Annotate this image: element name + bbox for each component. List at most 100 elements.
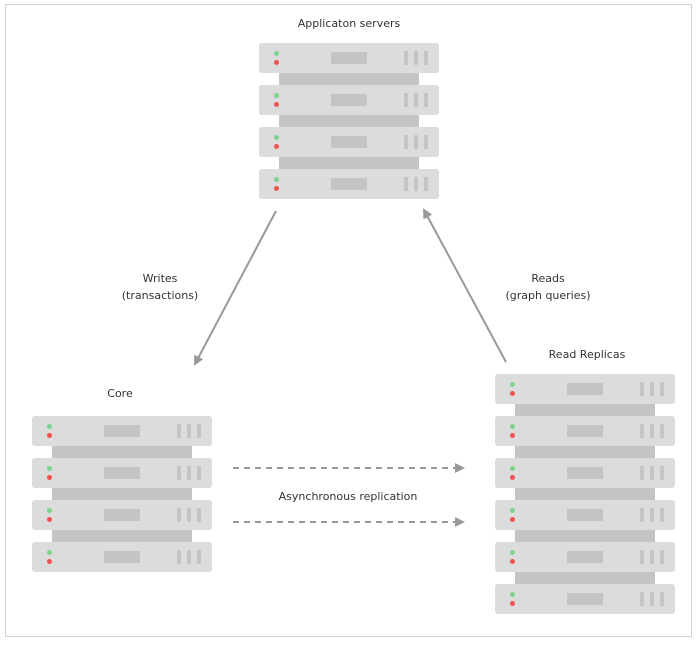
- vent-icon: [197, 508, 201, 522]
- status-led-red-icon: [510, 517, 515, 522]
- writes-arrow: [194, 210, 277, 366]
- drive-slot-icon: [567, 467, 603, 479]
- server-icon: [495, 542, 675, 572]
- server-unit: [32, 500, 212, 542]
- vent-icon: [424, 93, 428, 107]
- status-led-red-icon: [510, 559, 515, 564]
- vent-icon: [640, 382, 644, 396]
- server-unit: [495, 500, 675, 542]
- server-icon: [32, 500, 212, 530]
- writes-label-line1: Writes: [142, 272, 178, 285]
- rack-connector: [515, 572, 655, 584]
- vent-icon: [187, 424, 191, 438]
- rack-connector: [52, 530, 192, 542]
- reads-arrow: [423, 208, 507, 363]
- vent-icon: [177, 508, 181, 522]
- drive-slot-icon: [567, 509, 603, 521]
- server-unit: [259, 169, 439, 199]
- server-icon: [495, 374, 675, 404]
- status-led-red-icon: [274, 102, 279, 107]
- vent-icon: [414, 93, 418, 107]
- status-led-green-icon: [510, 382, 515, 387]
- status-led-green-icon: [274, 135, 279, 140]
- status-led-green-icon: [510, 424, 515, 429]
- vent-icon: [650, 424, 654, 438]
- status-led-red-icon: [274, 186, 279, 191]
- vent-icon: [640, 424, 644, 438]
- core-stack: [32, 416, 212, 572]
- vent-icon: [640, 592, 644, 606]
- vent-icon: [660, 550, 664, 564]
- vent-icon: [640, 550, 644, 564]
- status-led-green-icon: [510, 466, 515, 471]
- diagram-frame: [5, 4, 692, 637]
- vent-icon: [640, 508, 644, 522]
- read-replicas-label: Read Replicas: [548, 348, 626, 361]
- drive-slot-icon: [331, 136, 367, 148]
- server-unit: [495, 374, 675, 416]
- status-led-green-icon: [47, 424, 52, 429]
- vent-icon: [414, 135, 418, 149]
- status-led-red-icon: [274, 144, 279, 149]
- server-unit: [495, 416, 675, 458]
- drive-slot-icon: [567, 383, 603, 395]
- rack-connector: [279, 73, 419, 85]
- vent-icon: [404, 177, 408, 191]
- drive-slot-icon: [104, 551, 140, 563]
- server-icon: [32, 458, 212, 488]
- status-led-green-icon: [510, 550, 515, 555]
- vent-icon: [650, 466, 654, 480]
- vent-icon: [660, 592, 664, 606]
- status-led-red-icon: [510, 433, 515, 438]
- drive-slot-icon: [567, 425, 603, 437]
- server-unit: [495, 542, 675, 584]
- app-servers-stack: [259, 43, 439, 199]
- vent-icon: [197, 550, 201, 564]
- server-icon: [259, 85, 439, 115]
- vent-icon: [650, 592, 654, 606]
- status-led-green-icon: [510, 592, 515, 597]
- vent-icon: [177, 550, 181, 564]
- server-icon: [495, 458, 675, 488]
- server-unit: [259, 43, 439, 85]
- status-led-red-icon: [47, 475, 52, 480]
- vent-icon: [197, 424, 201, 438]
- drive-slot-icon: [331, 52, 367, 64]
- vent-icon: [650, 382, 654, 396]
- reads-label-line1: Reads: [531, 272, 565, 285]
- server-unit: [32, 458, 212, 500]
- status-led-green-icon: [47, 508, 52, 513]
- reads-label-line2: (graph queries): [505, 289, 591, 302]
- drive-slot-icon: [331, 178, 367, 190]
- server-icon: [495, 584, 675, 614]
- rack-connector: [515, 446, 655, 458]
- status-led-green-icon: [274, 51, 279, 56]
- server-icon: [32, 416, 212, 446]
- drive-slot-icon: [104, 467, 140, 479]
- app-servers-label: Applicaton servers: [297, 17, 401, 30]
- server-icon: [259, 127, 439, 157]
- vent-icon: [650, 550, 654, 564]
- status-led-red-icon: [274, 60, 279, 65]
- vent-icon: [414, 51, 418, 65]
- server-icon: [32, 542, 212, 572]
- status-led-green-icon: [274, 177, 279, 182]
- vent-icon: [424, 177, 428, 191]
- server-unit: [32, 416, 212, 458]
- server-icon: [259, 43, 439, 73]
- rack-connector: [279, 157, 419, 169]
- server-unit: [259, 85, 439, 127]
- status-led-red-icon: [47, 433, 52, 438]
- server-icon: [495, 500, 675, 530]
- rack-connector: [515, 404, 655, 416]
- status-led-green-icon: [47, 550, 52, 555]
- rack-connector: [515, 488, 655, 500]
- vent-icon: [404, 93, 408, 107]
- status-led-red-icon: [47, 559, 52, 564]
- drive-slot-icon: [331, 94, 367, 106]
- vent-icon: [424, 51, 428, 65]
- rack-connector: [52, 488, 192, 500]
- drive-slot-icon: [104, 509, 140, 521]
- async-replication-label: Asynchronous replication: [278, 490, 418, 503]
- core-label: Core: [107, 387, 133, 400]
